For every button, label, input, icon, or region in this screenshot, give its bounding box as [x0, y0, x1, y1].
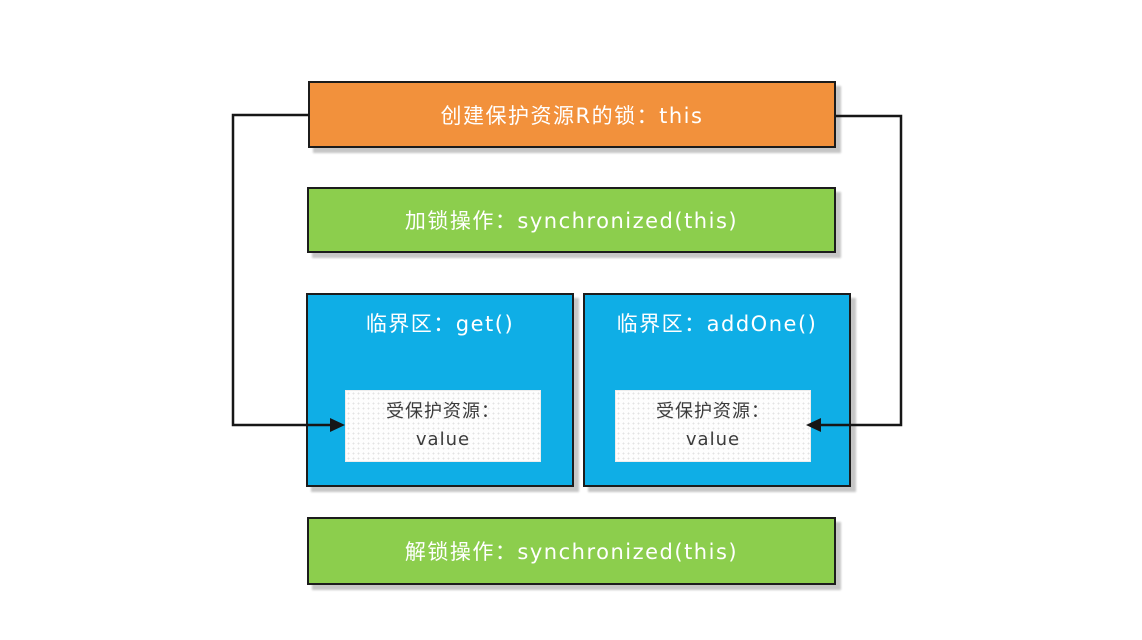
- protected-resource-label: 受保护资源：: [386, 401, 500, 423]
- protected-resource-box-addone: 受保护资源： value: [615, 390, 811, 462]
- protected-resource-box-get: 受保护资源： value: [345, 390, 541, 462]
- lock-operation-box: 加锁操作：synchronized(this): [307, 187, 836, 253]
- critical-section-addone-title: 临界区：addOne(): [616, 312, 818, 336]
- unlock-operation-label: 解锁操作：synchronized(this): [404, 540, 739, 564]
- create-lock-box: 创建保护资源R的锁：this: [308, 81, 836, 148]
- protected-resource-label: 受保护资源：: [656, 401, 770, 423]
- protected-resource-value: value: [415, 429, 471, 450]
- critical-section-get-title: 临界区：get(): [365, 312, 515, 336]
- critical-section-get-box: 临界区：get() 受保护资源： value: [306, 293, 574, 487]
- create-lock-label: 创建保护资源R的锁：this: [440, 103, 704, 128]
- lock-operation-label: 加锁操作：synchronized(this): [404, 209, 739, 233]
- unlock-operation-box: 解锁操作：synchronized(this): [307, 517, 836, 585]
- protected-resource-value: value: [685, 429, 741, 450]
- critical-section-addone-box: 临界区：addOne() 受保护资源： value: [583, 293, 851, 487]
